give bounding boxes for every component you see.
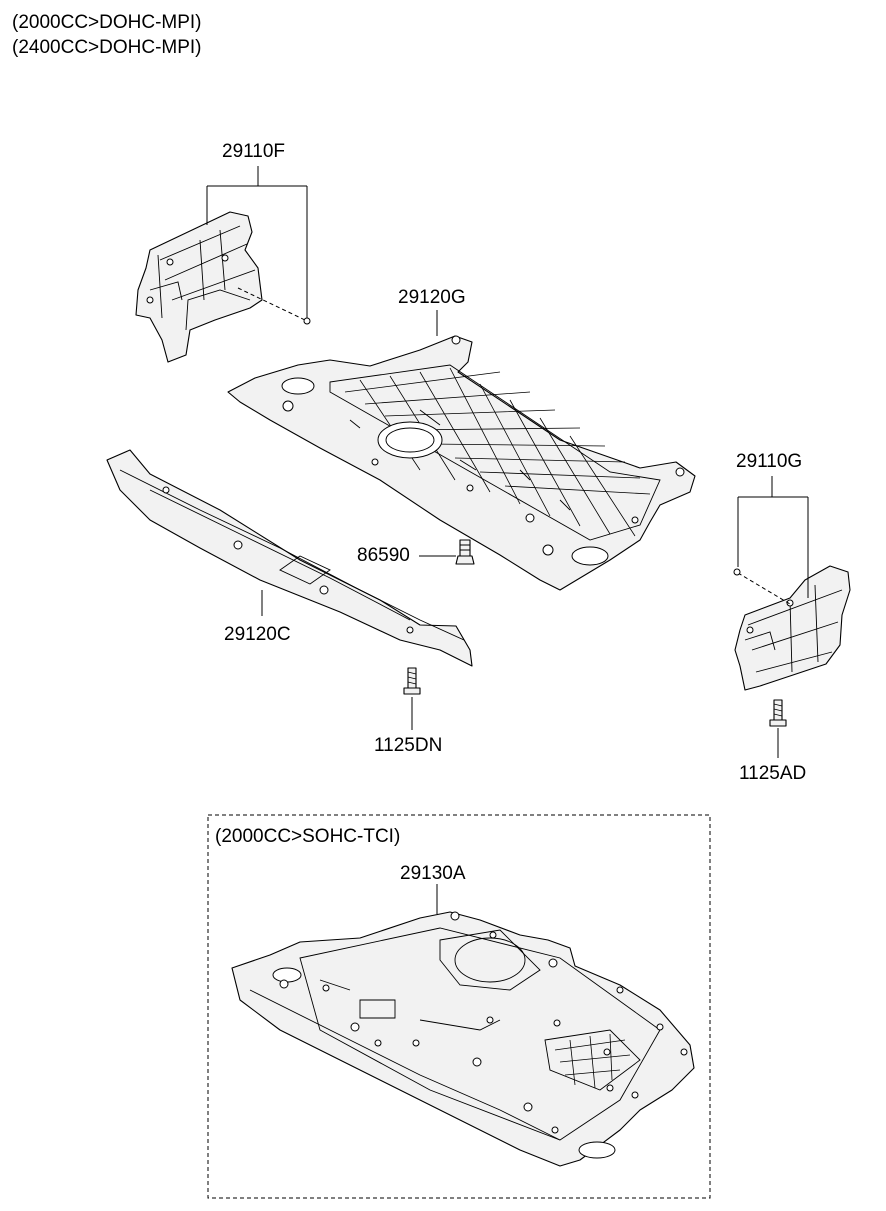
leader-29110G xyxy=(733,476,809,605)
leader-29110F xyxy=(206,166,311,325)
under-cover-29130A[interactable] xyxy=(231,911,695,1167)
part-label-29110F[interactable]: 29110F xyxy=(222,141,286,162)
clip-86590[interactable] xyxy=(455,539,475,565)
variant-box-title: (2000CC>SOHC-TCI) xyxy=(215,826,401,847)
bolt-1125AD[interactable] xyxy=(769,699,787,727)
under-cover-29120G[interactable] xyxy=(227,335,696,591)
engine-variant-header-2: (2400CC>DOHC-MPI) xyxy=(12,37,202,58)
part-label-1125DN[interactable]: 1125DN xyxy=(374,735,443,756)
splash-guard-right-29110G[interactable] xyxy=(734,565,851,691)
part-label-1125AD[interactable]: 1125AD xyxy=(739,763,807,784)
part-label-29110G[interactable]: 29110G xyxy=(736,451,803,472)
front-cover-29120C[interactable] xyxy=(106,449,473,667)
splash-guard-left-29110F[interactable] xyxy=(135,211,263,363)
part-label-29130A[interactable]: 29130A xyxy=(400,863,466,884)
part-label-29120G[interactable]: 29120G xyxy=(398,287,466,308)
variant-box-frame xyxy=(207,814,711,1199)
part-label-86590[interactable]: 86590 xyxy=(357,545,410,566)
part-label-29120C[interactable]: 29120C xyxy=(224,624,291,645)
engine-variant-header-1: (2000CC>DOHC-MPI) xyxy=(12,12,202,33)
bolt-1125DN[interactable] xyxy=(403,667,421,695)
